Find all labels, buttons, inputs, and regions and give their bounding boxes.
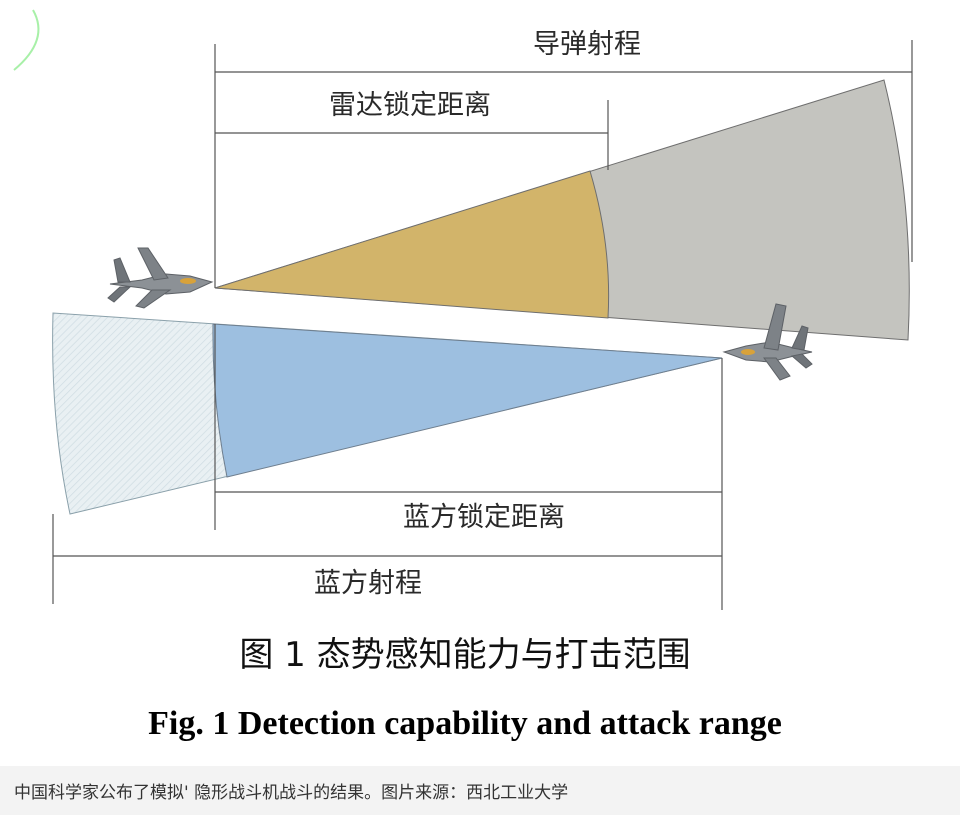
blue-range-dimension bbox=[52, 514, 722, 604]
corner-arc-icon bbox=[13, 9, 40, 71]
blue-lock-distance-label: 蓝方锁定距离 bbox=[403, 502, 565, 533]
figure-caption-chinese: 图 1 态势感知能力与打击范围 bbox=[239, 635, 690, 675]
missile-range-dimension bbox=[214, 40, 913, 288]
blue-lock-sector bbox=[212, 323, 723, 478]
blue-fighter-jet-icon bbox=[722, 303, 813, 381]
figure-caption-english: Fig. 1 Detection capability and attack r… bbox=[148, 705, 782, 742]
red-radar-lock-sector bbox=[214, 170, 610, 319]
missile-range-label: 导弹射程 bbox=[533, 29, 641, 60]
blue-range-label: 蓝方射程 bbox=[314, 568, 422, 599]
radar-lock-distance-label: 雷达锁定距离 bbox=[329, 90, 491, 121]
footer-bar bbox=[0, 766, 960, 815]
source-caption: 中国科学家公布了模拟' 隐形战斗机战斗的结果。图片来源：西北工业大学 bbox=[14, 783, 569, 803]
blue-lock-dimension bbox=[214, 324, 723, 610]
radar-lock-dimension bbox=[215, 100, 609, 170]
red-fighter-jet-icon bbox=[107, 247, 214, 309]
